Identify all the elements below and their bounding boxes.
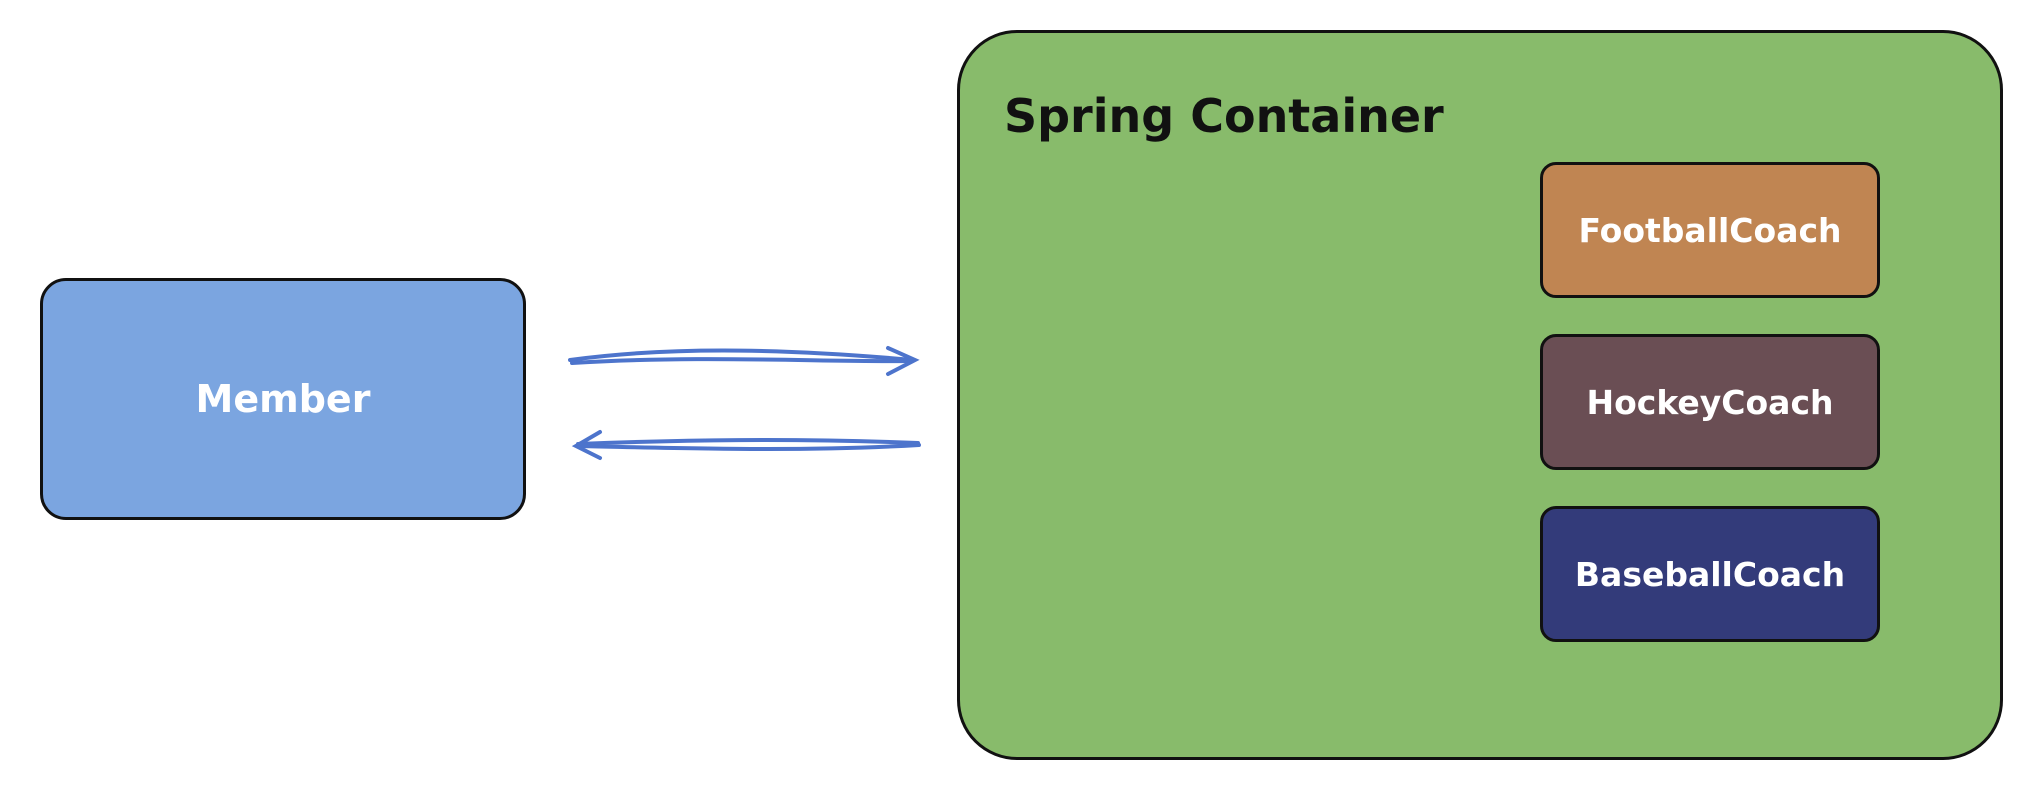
- hockey-coach-bean: HockeyCoach: [1540, 334, 1880, 470]
- baseball-coach-bean: BaseballCoach: [1540, 506, 1880, 642]
- baseball-coach-label: BaseballCoach: [1574, 554, 1846, 594]
- football-coach-label: FootballCoach: [1578, 210, 1842, 250]
- member-label: Member: [195, 377, 371, 421]
- response-arrow: [571, 430, 921, 460]
- container-title: Spring Container: [1004, 89, 1444, 143]
- hockey-coach-label: HockeyCoach: [1586, 382, 1834, 422]
- member-node: Member: [40, 278, 526, 520]
- football-coach-bean: FootballCoach: [1540, 162, 1880, 298]
- request-arrow: [568, 346, 920, 376]
